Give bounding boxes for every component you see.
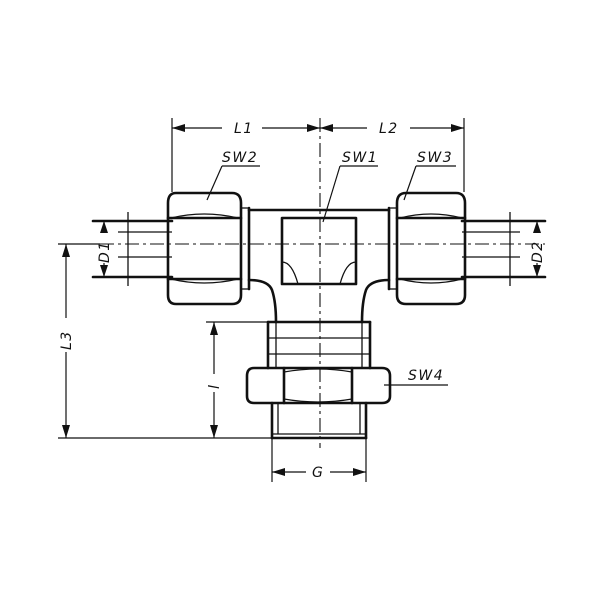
lower-body-sw4 [245,320,392,440]
dimension-d2 [524,220,546,278]
label-sw2: SW2 [222,150,258,166]
label-d2: D2 [530,240,546,263]
label-sw4: SW4 [408,368,444,384]
label-d1: D1 [97,240,113,263]
left-nut-sw2 [166,191,251,306]
right-nut-sw3 [387,191,467,306]
dimension-l3 [58,243,272,439]
label-sw1: SW1 [342,150,378,166]
leaders-top [206,165,456,223]
center-body-sw1 [247,208,391,324]
label-l1: L1 [234,121,254,137]
label-l2: L2 [379,121,399,137]
center-lines [100,118,545,448]
dimension-d1 [92,220,110,278]
dimension-l1-l2 [171,118,465,192]
dimension-g [271,438,367,482]
label-l: l [207,384,223,389]
label-g: G [312,465,324,481]
label-sw3: SW3 [417,150,453,166]
dimension-l [206,321,268,438]
label-l3: L3 [59,330,75,350]
